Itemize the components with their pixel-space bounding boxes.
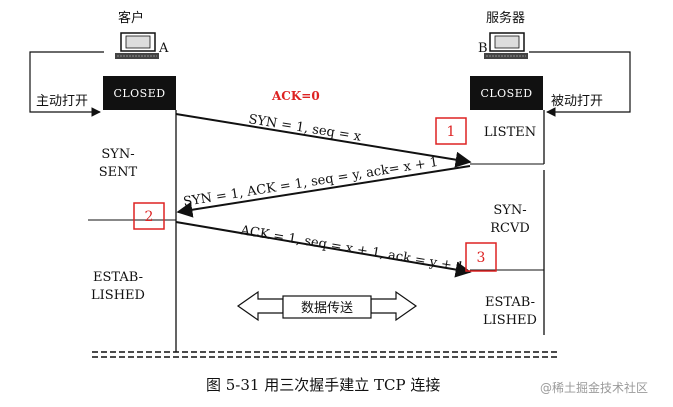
server-state-estab-2: LISHED (483, 313, 537, 328)
server-action-label: 被动打开 (551, 94, 603, 109)
server-state-syn-rcvd-2: RCVD (490, 221, 530, 236)
client-state-estab-2: LISHED (91, 288, 145, 303)
client-computer-icon (115, 32, 159, 59)
client-state-syn-sent-1: SYN- (101, 147, 134, 162)
data-transfer-arrow (236, 290, 418, 322)
ack-zero-label: ACK=0 (271, 89, 320, 103)
server-state-syn-rcvd-1: SYN- (493, 203, 526, 218)
client-closed-label: CLOSED (113, 87, 165, 100)
syn-message-label: SYN = 1, seq = x (247, 112, 362, 145)
client-title: 客户 (118, 10, 144, 26)
server-closed-box (470, 76, 543, 110)
data-transfer-label: 数据传送 (301, 301, 353, 316)
server-state-estab-1: ESTAB- (485, 295, 535, 310)
server-computer-icon (484, 32, 528, 59)
server-host-letter: B (478, 41, 488, 56)
server-passive-open-loop (529, 51, 631, 117)
server-title: 服务器 (486, 10, 525, 26)
syn-ack-message-label: SYN = 1, ACK = 1, seq = y, ack= x + 1 (182, 155, 439, 210)
step-1-badge (435, 117, 467, 145)
syn-arrow (175, 113, 472, 168)
client-host-letter: A (158, 41, 169, 56)
step-1-label: 1 (447, 124, 456, 140)
ack-arrow (175, 221, 472, 278)
server-closed-label: CLOSED (480, 87, 532, 100)
client-action-label: 主动打开 (36, 94, 88, 109)
step-2-label: 2 (145, 209, 154, 225)
syn-ack-arrow (176, 165, 471, 218)
watermark: @稀土掘金技术社区 (540, 380, 648, 395)
ack-message-label: ACK = 1, seq = x + 1, ack = y + 1 (238, 223, 465, 275)
client-closed-box (103, 76, 176, 110)
client-active-open-loop (29, 51, 104, 117)
figure-caption: 图 5-31 用三次握手建立 TCP 连接 (206, 376, 440, 394)
step-2-badge (133, 202, 165, 230)
client-state-syn-sent-2: SENT (99, 165, 138, 180)
step-3-badge (465, 242, 497, 272)
server-state-listen: LISTEN (484, 125, 536, 140)
step-3-label: 3 (477, 250, 486, 266)
client-state-estab-1: ESTAB- (93, 270, 143, 285)
